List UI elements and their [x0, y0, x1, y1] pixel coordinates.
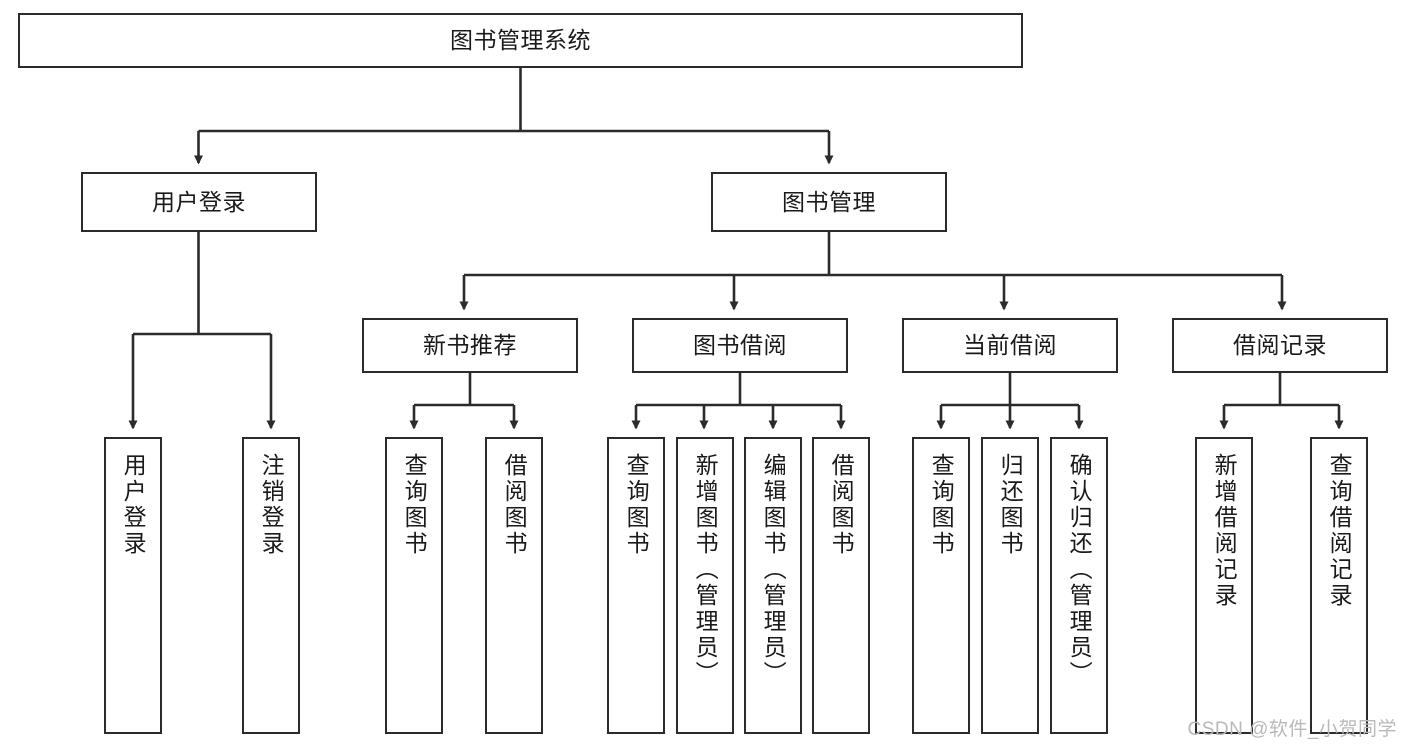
node-label: 用户登录 [120, 453, 147, 557]
node-label: 借阅记录 [1233, 332, 1327, 359]
node-label: 查询图书 [623, 453, 650, 557]
node-label: 查询借阅记录 [1326, 453, 1353, 609]
node-label: 图书借阅 [693, 332, 787, 359]
node-user-login[interactable]: 用户登录 [81, 172, 317, 232]
leaf-borrow-book-new-recommend[interactable]: 借阅图书 [485, 437, 543, 734]
watermark-text: CSDN @软件_小贺同学 [1187, 719, 1397, 740]
node-label: 当前借阅 [963, 332, 1057, 359]
node-label: 查询图书 [928, 453, 955, 557]
node-label: 注销登录 [258, 453, 285, 557]
leaf-add-borrow-record[interactable]: 新增借阅记录 [1195, 437, 1253, 734]
node-label: 新书推荐 [423, 332, 517, 359]
leaf-logout[interactable]: 注销登录 [242, 437, 300, 734]
node-label: 用户登录 [152, 188, 246, 215]
leaf-confirm-return-admin[interactable]: 确认归还（管理员） [1050, 437, 1108, 734]
node-label: 图书管理 [782, 188, 876, 215]
node-label: 查询图书 [401, 453, 428, 557]
node-label: 图书管理系统 [450, 27, 591, 54]
node-label: 新增借阅记录 [1211, 453, 1238, 609]
node-label: 借阅图书 [501, 453, 528, 557]
node-label: 编辑图书（管理员） [760, 453, 787, 687]
node-new-book-recommend[interactable]: 新书推荐 [362, 318, 578, 373]
node-current-borrow[interactable]: 当前借阅 [902, 318, 1118, 373]
node-label: 确认归还（管理员） [1066, 453, 1093, 687]
leaf-add-book-admin[interactable]: 新增图书（管理员） [676, 437, 734, 734]
leaf-query-borrow-record[interactable]: 查询借阅记录 [1310, 437, 1368, 734]
leaf-return-book[interactable]: 归还图书 [981, 437, 1039, 734]
node-borrow-record[interactable]: 借阅记录 [1172, 318, 1388, 373]
leaf-user-login[interactable]: 用户登录 [104, 437, 162, 734]
leaf-borrow-book[interactable]: 借阅图书 [812, 437, 870, 734]
leaf-edit-book-admin[interactable]: 编辑图书（管理员） [744, 437, 802, 734]
leaf-query-book-current[interactable]: 查询图书 [912, 437, 970, 734]
node-book-borrow[interactable]: 图书借阅 [632, 318, 848, 373]
node-book-management[interactable]: 图书管理 [711, 172, 947, 232]
leaf-query-book-new-recommend[interactable]: 查询图书 [385, 437, 443, 734]
node-label: 新增图书（管理员） [692, 453, 719, 687]
node-root-book-management-system[interactable]: 图书管理系统 [18, 13, 1023, 68]
node-label: 归还图书 [997, 453, 1024, 557]
node-label: 借阅图书 [828, 453, 855, 557]
leaf-query-book-borrow[interactable]: 查询图书 [607, 437, 665, 734]
